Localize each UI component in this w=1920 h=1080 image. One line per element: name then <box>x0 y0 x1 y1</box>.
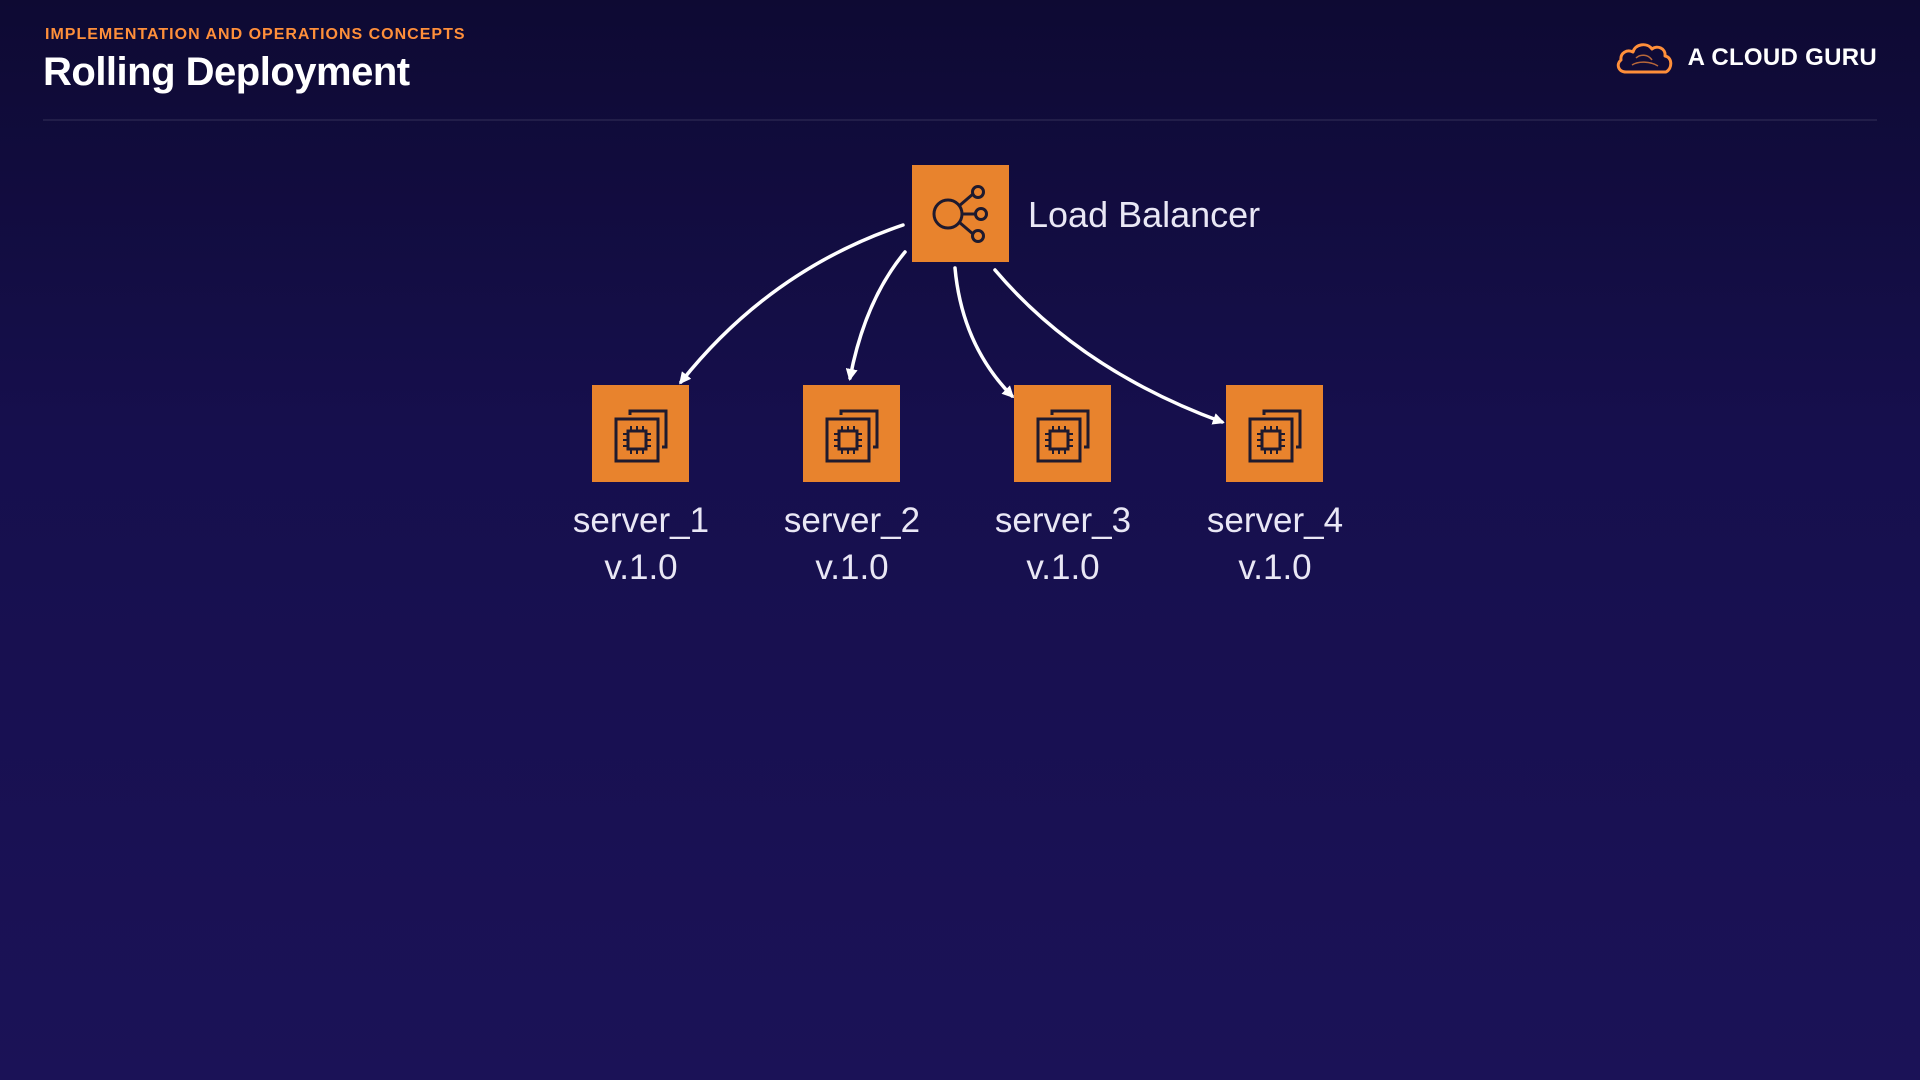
ec2-instance-icon <box>825 409 878 462</box>
server-node-2 <box>803 385 900 482</box>
brand: A CLOUD GURU <box>1612 38 1877 78</box>
ec2-instance-icon <box>1248 409 1301 462</box>
server-label-3: server_3 v.1.0 <box>963 497 1163 591</box>
load-balancer-node <box>912 165 1009 262</box>
server-label-2: server_2 v.1.0 <box>752 497 952 591</box>
load-balancer-icon <box>932 184 988 243</box>
server-node-3 <box>1014 385 1111 482</box>
server-version: v.1.0 <box>1238 548 1312 587</box>
slide-title: Rolling Deployment <box>43 50 410 94</box>
arrow-to-server-3 <box>953 266 1015 399</box>
header-divider <box>43 119 1877 121</box>
ec2-instance-icon <box>1036 409 1089 462</box>
server-name: server_1 <box>572 501 710 540</box>
server-node-4 <box>1226 385 1323 482</box>
server-label-4: server_4 v.1.0 <box>1175 497 1375 591</box>
arrow-to-server-1 <box>679 223 905 385</box>
load-balancer-label: Load Balancer <box>1028 194 1261 235</box>
server-name: server_2 <box>783 501 921 540</box>
server-version: v.1.0 <box>815 548 889 587</box>
server-version: v.1.0 <box>604 548 678 587</box>
brand-name: A CLOUD GURU <box>1687 44 1877 71</box>
server-label-1: server_1 v.1.0 <box>541 497 741 591</box>
slide-kicker: IMPLEMENTATION AND OPERATIONS CONCEPTS <box>45 26 466 43</box>
arrow-to-server-4 <box>993 268 1225 425</box>
server-name: server_3 <box>994 501 1132 540</box>
arrow-to-server-2 <box>845 250 907 381</box>
server-name: server_4 <box>1206 501 1344 540</box>
cloud-logo-icon <box>1616 43 1672 74</box>
server-node-1 <box>592 385 689 482</box>
ec2-instance-icon <box>614 409 667 462</box>
server-version: v.1.0 <box>1026 548 1100 587</box>
